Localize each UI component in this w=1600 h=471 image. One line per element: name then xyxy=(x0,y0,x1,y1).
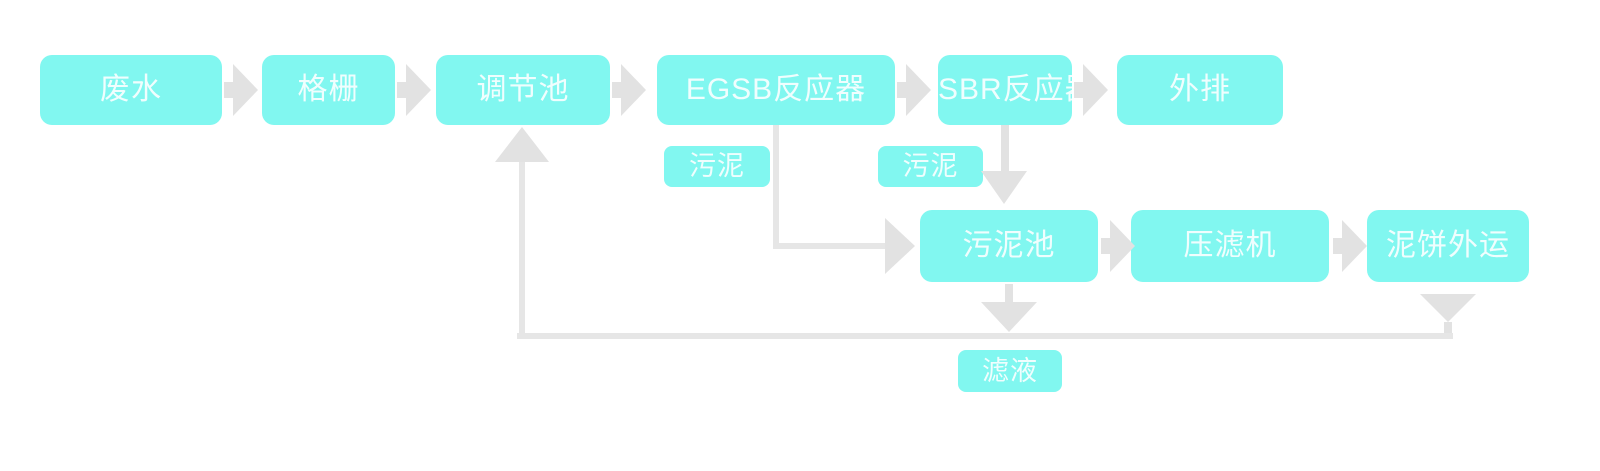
label-filtrate: 滤液 xyxy=(958,350,1062,392)
arrow-stem xyxy=(1101,238,1110,254)
node-bar-screen: 格栅 xyxy=(262,55,395,125)
node-sludge-tank: 污泥池 xyxy=(920,210,1098,282)
node-filter-press: 压滤机 xyxy=(1131,210,1329,282)
label-egsb-sludge: 污泥 xyxy=(664,146,770,187)
node-equalization-tank: 调节池 xyxy=(436,55,610,125)
arrow-right-icon xyxy=(1333,220,1367,272)
arrow-stem xyxy=(897,82,906,98)
node-egsb-reactor: EGSB反应器 xyxy=(657,55,895,125)
arrow-right-icon xyxy=(224,64,258,116)
arrow-head xyxy=(1342,220,1367,272)
arrow-up-icon xyxy=(495,127,549,162)
egsb-sludge-line-vertical xyxy=(773,125,779,246)
arrow-head xyxy=(1110,220,1135,272)
node-wastewater: 废水 xyxy=(40,55,222,125)
arrow-right-icon xyxy=(612,64,646,116)
node-mud-cake-transport: 泥饼外运 xyxy=(1367,210,1529,282)
arrow-right-icon xyxy=(885,218,915,274)
label-sbr-sludge: 污泥 xyxy=(878,146,983,187)
sludge-tank-out-line xyxy=(1005,284,1013,302)
mud-cake-out-line xyxy=(1444,322,1452,333)
sbr-sludge-line xyxy=(1001,125,1009,171)
arrow-right-icon xyxy=(1074,64,1108,116)
arrow-stem xyxy=(224,82,233,98)
filtrate-return-line-vertical xyxy=(519,162,525,333)
arrow-right-icon xyxy=(897,64,931,116)
arrow-stem xyxy=(612,82,621,98)
arrow-down-icon xyxy=(1420,294,1476,322)
arrow-head xyxy=(406,64,431,116)
filtrate-return-line-horizontal xyxy=(517,333,1453,339)
arrow-right-icon xyxy=(397,64,431,116)
arrow-head xyxy=(621,64,646,116)
node-discharge: 外排 xyxy=(1117,55,1283,125)
arrow-stem xyxy=(1333,238,1342,254)
arrow-stem xyxy=(397,82,406,98)
node-sbr-reactor: SBR反应器 xyxy=(938,55,1072,125)
arrow-head xyxy=(233,64,258,116)
arrow-down-icon xyxy=(981,171,1027,204)
arrow-right-icon xyxy=(1101,220,1135,272)
arrow-stem xyxy=(1074,82,1083,98)
arrow-head xyxy=(906,64,931,116)
arrow-head xyxy=(1083,64,1108,116)
arrow-down-icon xyxy=(981,302,1037,332)
egsb-sludge-line-horizontal xyxy=(773,243,885,249)
